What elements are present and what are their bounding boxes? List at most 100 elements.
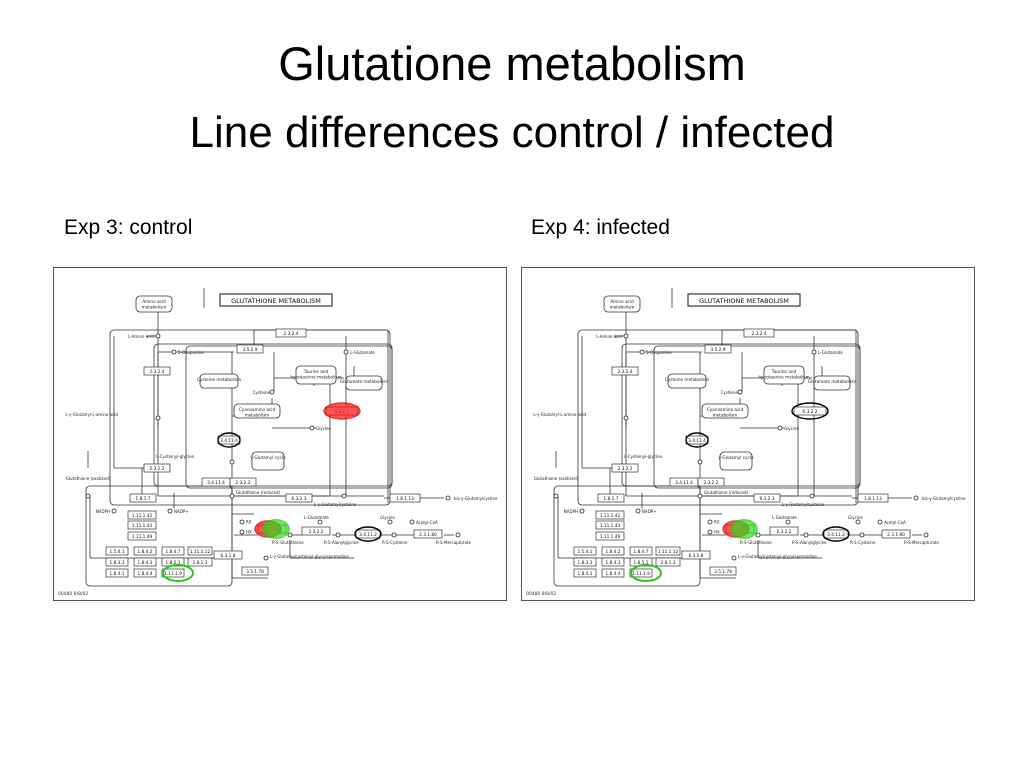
compound-node <box>111 508 117 514</box>
enzyme-box <box>601 546 625 556</box>
enzyme-label: 3.4.11.2 <box>827 532 845 538</box>
enzyme-box <box>611 366 639 376</box>
enzyme-label: 1.8.3.3 <box>577 560 592 566</box>
compound-label: HX <box>246 530 252 535</box>
enzyme-label: 1.11.1.9 <box>164 571 182 577</box>
compound-node <box>697 459 703 465</box>
pathway-map: GLUTATHIONE METABOLISM Amino acid metaboli… <box>526 288 966 597</box>
compound-node <box>263 555 269 561</box>
compound-label: L-Amino acid <box>128 334 154 339</box>
enzyme-box <box>285 493 313 503</box>
compound-label: Glycine <box>380 515 395 520</box>
enzyme-label: 3.5.1.78 <box>246 569 264 575</box>
enzyme-box <box>213 550 243 560</box>
compound-node <box>623 415 629 421</box>
caption-infected: Exp 4: infected <box>531 216 670 239</box>
enzyme-label: 2.3.2.2 <box>617 466 632 472</box>
compound-node <box>445 495 451 501</box>
enzyme-box <box>133 568 157 578</box>
compound-label: L-γ-Glutamyl-L-amino acid <box>533 412 586 417</box>
compound-label: L-γ-Glutamylcysteine <box>782 502 825 507</box>
compound-label: HX <box>714 530 720 535</box>
compound-label: Glutathione (oxidized) <box>534 476 579 481</box>
pathway-panel-infected: GLUTATHIONE METABOLISM Amino acid metaboli… <box>521 267 975 601</box>
compound-node <box>317 519 323 525</box>
compound-node <box>855 519 861 525</box>
enzyme-box <box>595 510 625 520</box>
compound-node <box>803 532 809 538</box>
compound-label: R-S-Mercapturate <box>436 540 471 545</box>
enzyme-box <box>595 531 625 541</box>
enzyme-label: 1.8.5.1 <box>633 560 648 566</box>
compound-node <box>697 493 703 499</box>
enzyme-label: 1.11.1.49 <box>132 534 153 540</box>
enzyme-box <box>595 520 625 530</box>
enzyme-box <box>127 520 157 530</box>
enzyme-label: 2.3.1.80 <box>887 532 905 538</box>
compound-label: L-γ-Glutamylcysteine <box>314 502 357 507</box>
highlight-green <box>262 519 290 539</box>
enzyme-label: 1.8.4.7 <box>633 549 648 555</box>
enzyme-box <box>769 526 799 536</box>
pathway-node-label: Amino acid <box>610 299 634 304</box>
enzyme-label: 6.3.2.3 <box>291 496 306 502</box>
enzyme-label: 1.11.1.12 <box>190 549 211 555</box>
enzyme-label: 1.8.1.7 <box>603 496 618 502</box>
enzyme-box <box>611 463 639 473</box>
enzyme-label: 2.3.2.2 <box>776 529 791 535</box>
compound-label: NADPH <box>96 509 110 514</box>
enzyme-label: 1.8.4.4 <box>137 571 152 577</box>
compound-label: Cysteine <box>721 390 739 395</box>
enzyme-box <box>704 344 732 354</box>
enzyme-label: 1.8.4.1 <box>109 571 124 577</box>
compound-node <box>287 532 293 538</box>
compound-label: Glycine <box>848 515 863 520</box>
enzyme-label: 2.3.2.4 <box>751 331 766 337</box>
pathway-node-label: Taurine and <box>771 369 797 374</box>
compound-node <box>623 333 629 339</box>
compound-label: R-S-Mercapturate <box>904 540 939 545</box>
enzyme-label: 2.3.2.2 <box>235 480 250 486</box>
enzyme-label: 2.3.2.4 <box>149 369 164 375</box>
compound-label: L-Glutamate <box>818 350 843 355</box>
compound-label: Glutathione (reduced) <box>704 490 749 495</box>
enzyme-label: 1.8.4.4 <box>605 571 620 577</box>
compound-node <box>85 493 91 499</box>
enzyme-label: 1.11.1.42 <box>600 513 621 519</box>
enzyme-box <box>601 568 625 578</box>
enzyme-label: 1.11.1.42 <box>132 513 153 519</box>
highlight-black <box>791 402 829 420</box>
compound-label: Glycine <box>784 426 799 431</box>
compound-label: L-Glutamate <box>772 515 797 520</box>
pathway-node-label: Cysteine metabolism <box>197 377 241 382</box>
compound-label: R-S-Cysteine <box>850 540 876 545</box>
enzyme-box <box>236 344 264 354</box>
highlight-green <box>162 564 194 582</box>
enzyme-label: 1.11.1.9 <box>632 571 650 577</box>
compound-label: L-Cysteinyl-glycine <box>156 454 194 459</box>
compound-node <box>811 349 817 355</box>
compound-node <box>229 493 235 499</box>
enzyme-label: 6.3.2.3 <box>759 496 774 502</box>
compound-node <box>155 415 161 421</box>
enzyme-box <box>133 546 157 556</box>
enzyme-box <box>275 328 307 338</box>
map-title: GLUTATHIONE METABOLISM <box>699 297 789 305</box>
enzyme-box <box>241 566 269 576</box>
enzyme-box <box>105 546 129 556</box>
enzyme-box <box>881 529 911 539</box>
highlight-green <box>630 564 662 582</box>
compound-label: RX <box>714 520 720 525</box>
enzyme-label: 2.8.1.3 <box>660 560 675 566</box>
compound-node <box>707 519 713 525</box>
enzyme-box <box>127 510 157 520</box>
compound-node <box>877 519 883 525</box>
enzyme-label: 1.8.4.2 <box>605 549 620 555</box>
pathway-node-label: metabolism <box>713 413 738 418</box>
compound-node <box>409 519 415 525</box>
enzyme-box <box>355 529 381 539</box>
compound-label: 5-Oxoproline <box>178 350 204 355</box>
enzyme-label: 2.3.1.80 <box>419 532 437 538</box>
enzyme-label: 2.3.2.2 <box>703 480 718 486</box>
compound-label: bis-γ-Glutamylcystine <box>454 496 498 501</box>
